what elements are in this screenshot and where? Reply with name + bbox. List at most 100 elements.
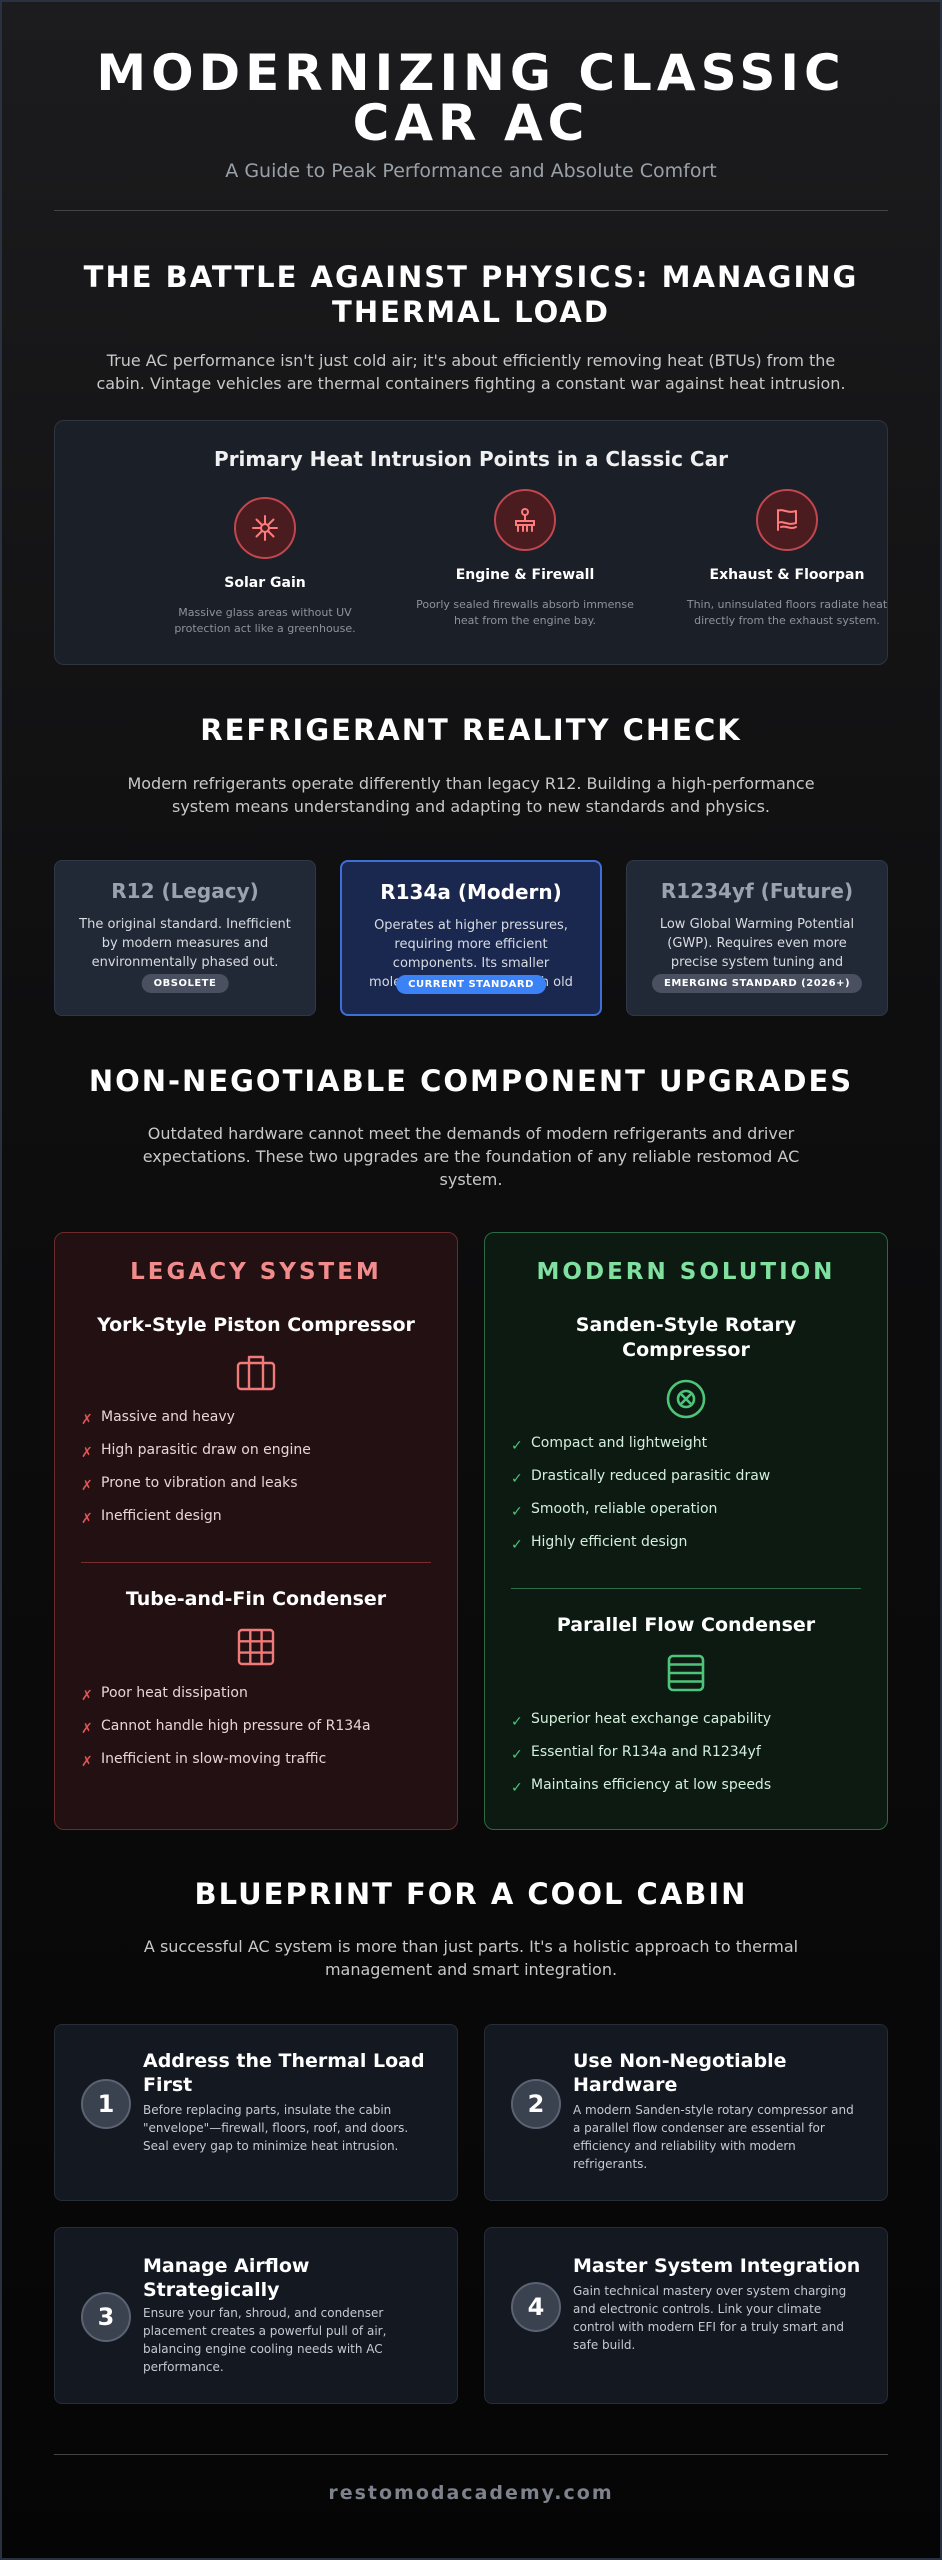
heat-intrusion-panel-title: Primary Heat Intrusion Points in a Class… xyxy=(214,447,728,471)
refrigerant-intro: Modern refrigerants operate differently … xyxy=(127,774,815,816)
feature-text: Drastically reduced parasitic draw xyxy=(531,1468,771,1484)
rotary-compressor-icon xyxy=(664,1377,708,1421)
refrigerant-desc: The original standard. Inefficient by mo… xyxy=(79,917,291,970)
list-item: ✗ Cannot handle high pressure of R134a xyxy=(81,1718,437,1751)
check-icon: ✓ xyxy=(511,1537,523,1553)
page-subtitle: A Guide to Peak Performance and Absolute… xyxy=(225,160,717,182)
check-icon: ✓ xyxy=(511,1438,523,1454)
component-name-line-1: Sanden-Style Rotary xyxy=(575,1314,797,1336)
header-divider xyxy=(54,210,888,211)
physics-intro: True AC performance isn't just cold air;… xyxy=(96,351,846,393)
step-title: Manage Airflow Strategically xyxy=(143,2255,310,2301)
list-item: ✗Inefficient design xyxy=(81,1508,437,1541)
feature-text: Massive and heavy xyxy=(101,1409,235,1425)
legacy-compressor-features: ✗ Massive and heavy ✗ High parasitic draw … xyxy=(81,1409,437,1541)
list-item: ✓ Essential for R134a and R1234yf xyxy=(511,1744,867,1777)
step-number: 1 xyxy=(81,2079,131,2129)
refrigerant-card-r1234yf: R1234yf (Future) Low Global Warming Pote… xyxy=(626,860,888,1016)
list-item: ✗ Inefficient in slow-moving traffic xyxy=(81,1751,437,1784)
physics-title-line-2: THERMAL LOAD xyxy=(332,295,610,329)
step-desc: A modern Sanden-style rotary compressor … xyxy=(573,2103,854,2171)
list-item: ✗ High parasitic draw on engine xyxy=(81,1442,437,1475)
heat-point-name: Exhaust & Floorpan xyxy=(709,567,865,583)
parallel-condenser-icon xyxy=(664,1651,708,1695)
refrigerant-name: R134a (Modern) xyxy=(380,880,562,904)
component-name: Sanden-Style Rotary Compressor xyxy=(485,1313,887,1363)
list-item: ✗ Prone to vibration and leaks xyxy=(81,1475,437,1508)
blueprint-intro: A successful AC system is more than just… xyxy=(143,1937,799,1979)
modern-condenser-features: ✓ Superior heat exchange capability ✓ Esse… xyxy=(511,1711,867,1810)
physics-section-title: THE BATTLE AGAINST PHYSICS: MANAGING THE… xyxy=(0,260,942,330)
heat-point-desc: Massive glass areas without UV protectio… xyxy=(174,606,356,635)
exhaust-icon xyxy=(756,489,818,551)
step-number: 2 xyxy=(511,2079,561,2129)
feature-text: Superior heat exchange capability xyxy=(531,1711,772,1727)
step-title: Use Non-Negotiable Hardware xyxy=(573,2050,787,2096)
legacy-system-heading: LEGACY SYSTEM xyxy=(130,1259,382,1285)
heat-point-name: Engine & Firewall xyxy=(455,567,595,583)
heat-point-desc: Poorly sealed firewalls absorb immense h… xyxy=(416,598,634,627)
legacy-condenser-features: ✗Poor heat dissipation ✗Cannot handle hi… xyxy=(81,1685,437,1784)
step-title: Master System Integration xyxy=(573,2255,861,2277)
feature-text: High parasitic draw on engine xyxy=(101,1442,311,1458)
list-item: ✓ Highly efficient design xyxy=(511,1534,867,1567)
modern-solution-column: MODERN SOLUTION Sanden-Style Rotary Comp… xyxy=(484,1232,888,1830)
list-item: ✗Poor heat dissipation xyxy=(81,1685,437,1718)
blueprint-step-3: 3 Manage Airflow Strategically Ensure yo… xyxy=(54,2227,458,2404)
column-divider xyxy=(81,1562,431,1563)
modern-solution-heading: MODERN SOLUTION xyxy=(536,1259,836,1285)
heat-point-solar: Solar Gain Massive glass areas without U… xyxy=(155,497,375,637)
check-icon: ✓ xyxy=(511,1471,523,1487)
list-item: ✓ Smooth, reliable operation xyxy=(511,1501,867,1534)
heat-point-exhaust: Exhaust & Floorpan Thin, uninsulated flo… xyxy=(677,489,897,629)
feature-text: Cannot handle high pressure of R134a xyxy=(101,1718,371,1734)
cross-icon: ✗ xyxy=(81,1445,93,1461)
list-item: ✓ Superior heat exchange capability xyxy=(511,1711,867,1744)
engine-icon xyxy=(494,489,556,551)
blueprint-step-1: 1 Address the Thermal Load First Before … xyxy=(54,2024,458,2201)
page-title: MODERNIZING CLASSIC CAR AC xyxy=(0,48,942,148)
step-desc: Gain technical mastery over system charg… xyxy=(573,2284,847,2352)
upgrades-intro: Outdated hardware cannot meet the demand… xyxy=(142,1124,800,1189)
modern-compressor-features: ✓Compact and lightweight ✓Drastically re… xyxy=(511,1435,867,1567)
list-item: ✓ Drastically reduced parasitic draw xyxy=(511,1468,867,1501)
list-item: ✗ Massive and heavy xyxy=(81,1409,437,1442)
upgrades-section-title: NON-NEGOTIABLE COMPONENT UPGRADES xyxy=(88,1064,854,1098)
page-title-line-2: CAR AC xyxy=(352,94,590,152)
page-title-line-1: MODERNIZING CLASSIC xyxy=(96,44,846,102)
status-badge: OBSOLETE xyxy=(141,974,229,993)
feature-text: Highly efficient design xyxy=(531,1534,688,1550)
refrigerant-card-r134a: R134a (Modern) Operates at higher pressu… xyxy=(340,860,602,1016)
column-divider xyxy=(511,1588,861,1589)
cross-icon: ✗ xyxy=(81,1754,93,1770)
check-icon: ✓ xyxy=(511,1747,523,1763)
cross-icon: ✗ xyxy=(81,1721,93,1737)
cross-icon: ✗ xyxy=(81,1511,93,1527)
component-name-line-2: Compressor xyxy=(622,1339,750,1361)
heat-point-desc: Thin, uninsulated floors radiate heat di… xyxy=(686,598,888,627)
feature-text: Inefficient in slow-moving traffic xyxy=(101,1751,327,1767)
component-name: Tube-and-Fin Condenser xyxy=(125,1588,387,1610)
check-icon: ✓ xyxy=(511,1504,523,1520)
legacy-system-column: LEGACY SYSTEM York-Style Piston Compress… xyxy=(54,1232,458,1830)
feature-text: Prone to vibration and leaks xyxy=(101,1475,298,1491)
blueprint-step-4: 4 Master System Integration Gain technic… xyxy=(484,2227,888,2404)
status-badge: CURRENT STANDARD xyxy=(396,975,546,994)
check-icon: ✓ xyxy=(511,1780,523,1796)
feature-text: Smooth, reliable operation xyxy=(531,1501,718,1517)
cross-icon: ✗ xyxy=(81,1412,93,1428)
cross-icon: ✗ xyxy=(81,1478,93,1494)
list-item: ✓Maintains efficiency at low speeds xyxy=(511,1777,867,1810)
component-name: Parallel Flow Condenser xyxy=(556,1614,816,1636)
feature-text: Essential for R134a and R1234yf xyxy=(531,1744,761,1760)
step-number: 4 xyxy=(511,2282,561,2332)
footer-site-link[interactable]: restomodacademy.com xyxy=(328,2482,614,2504)
step-desc: Ensure your fan, shroud, and condenser p… xyxy=(143,2306,387,2374)
sun-icon xyxy=(234,497,296,559)
check-icon: ✓ xyxy=(511,1714,523,1730)
step-title: Address the Thermal Load First xyxy=(143,2050,425,2096)
step-number: 3 xyxy=(81,2292,131,2342)
physics-title-line-1: THE BATTLE AGAINST PHYSICS: MANAGING xyxy=(83,260,859,294)
feature-text: Poor heat dissipation xyxy=(101,1685,248,1701)
